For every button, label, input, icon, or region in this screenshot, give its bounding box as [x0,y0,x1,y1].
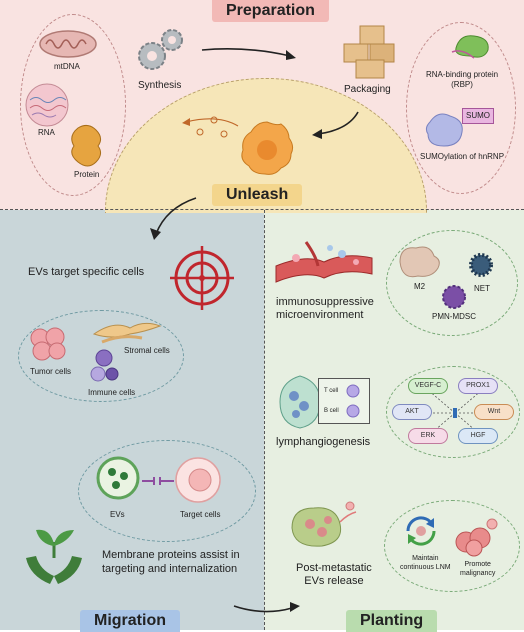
b-cell-icon [346,404,360,418]
packaging-arrow [312,111,359,139]
maintain-label: Maintain continuous LNM [400,555,451,571]
wnt-pill: Wnt [474,404,514,420]
immuno-text: immunosuppressive microenvironment [276,296,374,321]
immune-cells-label: Immune cells [88,388,136,397]
evs-label: EVs [110,510,125,519]
target-icon [170,246,234,310]
pmn-mdsc-label: PMN-MDSC [432,312,476,321]
prox1-pill: PROX1 [458,378,498,394]
ev-binding-group [78,440,256,542]
rbp-label: RNA-binding protein (RBP) [426,70,499,89]
target-cells-label: Target cells [180,510,221,519]
m2-macrophage-icon [399,246,440,278]
net-icon [469,253,493,277]
plant-hands-icon [26,529,82,584]
hgf-pill: HGF [458,428,498,444]
lymph-text: lymphangiogenesis [276,436,371,448]
synthesis-arrow [201,48,296,60]
sumo-badge: SUMO [462,108,494,124]
promote-label: Promote malignancy [460,561,496,577]
rbp-protein-icon [451,35,489,59]
mtdna-label: mtDNA [54,62,80,71]
t-cell-icon [346,384,360,398]
packaging-factors-group [406,22,516,194]
signaling-group [386,366,520,458]
protein-icon [71,124,102,167]
erk-pill: ERK [408,428,448,444]
unleash-to-migration-arrow [150,197,197,240]
t-cell-label: T cell [324,388,339,394]
sumoylation-label: SUMOylation of hnRNP [420,152,505,161]
hnrnp-protein-icon [425,113,463,147]
tumor-cells-icon [30,327,66,361]
biomolecules-group [20,14,126,196]
mitochondria-icon [39,30,97,58]
receptor-binding-icon [142,477,174,485]
lymph-node-icon [279,375,321,429]
gears-icon [138,29,183,70]
synthesis-label: Synthesis [138,80,182,91]
ev-release-icon [182,116,239,138]
vegf-c-pill: VEGF-C [408,378,448,394]
target-cell-icon [175,457,221,503]
pmn-mdsc-icon [442,285,466,309]
stromal-cells-icon [92,322,162,344]
stromal-cells-label: Stromal cells [124,346,170,355]
ev-target-text: EVs target specific cells [28,266,145,278]
m2-label: M2 [414,282,426,291]
immune-suppressors-group [386,230,518,336]
packaging-boxes-icon [343,25,395,79]
cycle-arrows-icon [406,516,436,546]
unleash-tag: Unleash [212,184,303,206]
protein-label: Protein [74,170,100,179]
membrane-text: Membrane proteins assist in targeting an… [102,549,240,575]
migration-to-planting-arrow [233,602,300,613]
rna-icon [25,83,69,127]
migration-tag: Migration [80,610,180,632]
rna-label: RNA [38,128,55,137]
horizontal-divider [0,209,524,210]
akt-pill: AKT [392,404,432,420]
tumor-cells-label: Tumor cells [30,367,72,376]
b-cell-label: B cell [324,408,339,414]
preparation-tag: Preparation [212,0,329,22]
malignant-cluster-icon [455,518,498,557]
lymph-cells-box [318,378,370,424]
lnm-group [384,500,520,592]
vertical-divider [264,210,265,630]
post-metastatic-text: Post-metastatic EVs release [296,562,372,587]
immune-cells-icon [90,349,119,382]
tumor-cell-icon [241,121,294,175]
packaging-label: Packaging [344,84,391,95]
ev-icon [96,456,140,500]
blood-vessel-icon [275,241,373,283]
metastatic-tumor-icon [291,501,357,547]
planting-tag: Planting [346,610,438,632]
target-cells-group [18,310,184,402]
migration-panel [0,210,264,630]
net-label: NET [474,284,490,293]
